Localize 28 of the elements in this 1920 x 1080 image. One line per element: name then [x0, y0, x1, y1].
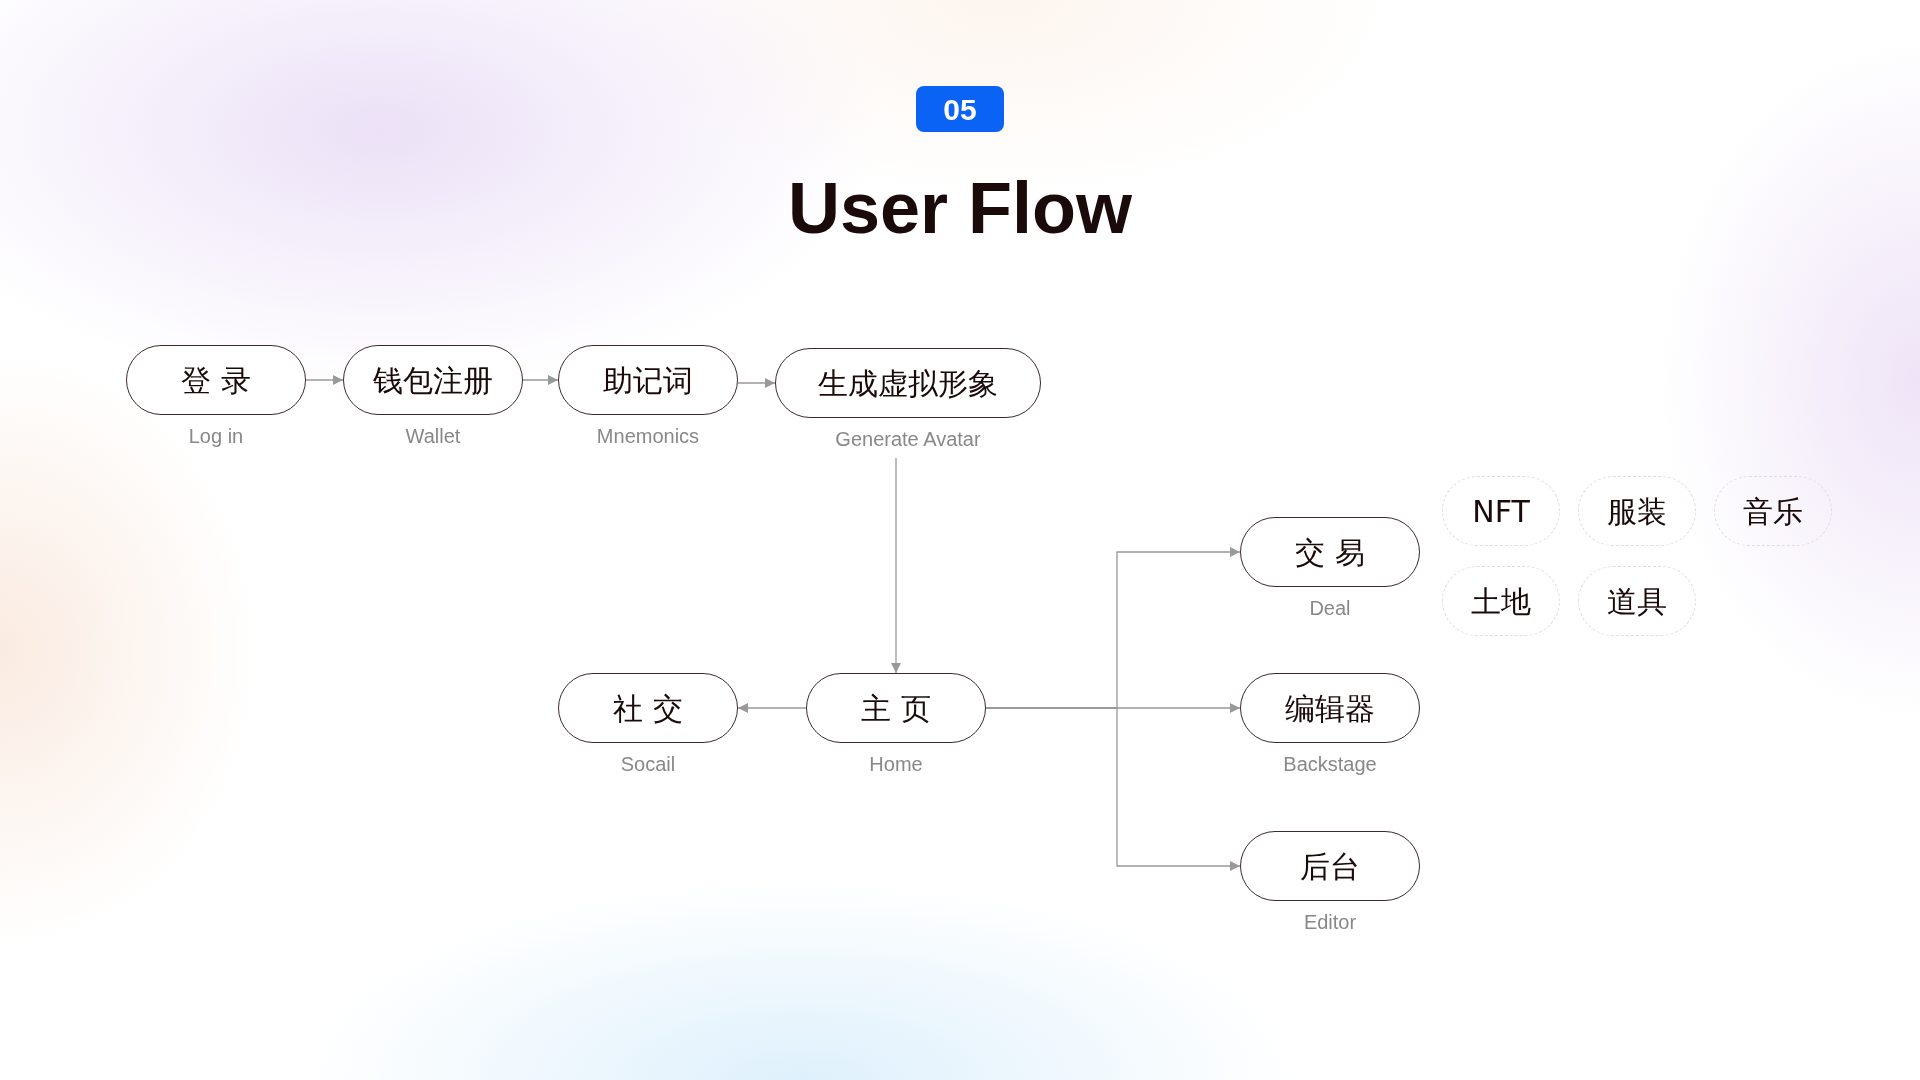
section-number-badge: 05 — [916, 86, 1004, 132]
step-caption: Log in — [188, 424, 244, 449]
arrow — [737, 703, 807, 713]
arrow — [522, 375, 559, 385]
arrow — [891, 457, 901, 674]
step-pill: 主 页 — [806, 673, 986, 743]
step-caption: Mnemonics — [596, 424, 700, 449]
step-pill: 后台 — [1240, 831, 1420, 901]
title: User Flow — [786, 167, 1134, 250]
step-caption: Socail — [620, 752, 676, 777]
step-caption: Backstage — [1283, 752, 1377, 777]
step-caption: Editor — [1303, 910, 1357, 935]
step-pill: 钱包注册 — [343, 345, 523, 415]
step-pill: 交 易 — [1240, 517, 1420, 587]
arrow — [737, 378, 776, 388]
step-caption: Deal — [1309, 596, 1351, 621]
step-caption: Home — [869, 752, 923, 777]
step-pill: 编辑器 — [1240, 673, 1420, 743]
step-caption: Generate Avatar — [835, 427, 981, 452]
step-pill: 社 交 — [558, 673, 738, 743]
arrow — [305, 375, 344, 385]
tag-pill: 服装 — [1578, 476, 1696, 546]
tag-pill: NFT — [1442, 476, 1560, 546]
step-pill: 生成虚拟形象 — [775, 348, 1041, 418]
step-pill: 登 录 — [126, 345, 306, 415]
step-pill: 助记词 — [558, 345, 738, 415]
step-caption: Wallet — [405, 424, 461, 449]
tag-pill: 音乐 — [1714, 476, 1832, 546]
